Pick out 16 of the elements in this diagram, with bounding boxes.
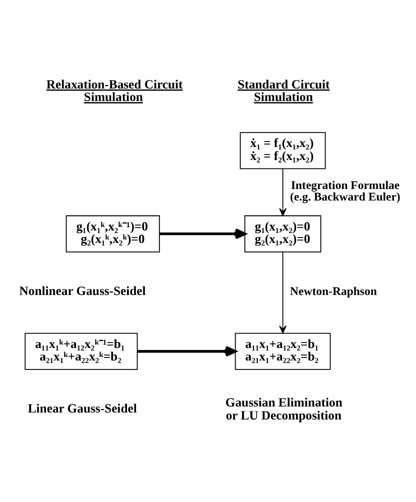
node-box: g₁(x₁,x₂)=0 g₂(x₁,x₂)=0	[244, 215, 322, 252]
node-label: Linear Gauss-Seidel	[28, 402, 137, 416]
arrow	[160, 228, 246, 240]
arrow	[138, 346, 236, 357]
node-label: Gaussian Elimination or LU Decomposition	[225, 396, 342, 422]
node-box: a₁₁x₁ᵏ+a₁₂x₂ᵏ⁻¹=b₁ a₂₁x₁ᵏ+a₂₂x₂ᵏ=b₂	[24, 332, 138, 370]
node-box: g₁(x₁ᵏ,x₂ᵏ⁻¹)=0 g₂(x₁ᵏ,x₂ᵏ)=0	[66, 215, 160, 252]
node-box: ẋ₁ = f₁(x₁,x₂) ẋ₂ = f₂(x₁,x₂)	[240, 132, 326, 170]
arrow	[279, 252, 287, 334]
label: Standard Circuit Simulation	[238, 77, 330, 104]
label: Relaxation-Based Circuit Simulation	[46, 77, 183, 104]
node-label: Nonlinear Gauss-Seidel	[19, 284, 146, 298]
edge-label: Integration Formulae (e.g. Backward Euler)	[290, 178, 400, 204]
edge-label: Newton-Raphson	[290, 284, 377, 298]
arrow	[279, 168, 287, 216]
node-box: a₁₁x₁+a₁₂x₂=b₁ a₂₁x₁+a₂₂x₂=b₂	[234, 332, 331, 370]
